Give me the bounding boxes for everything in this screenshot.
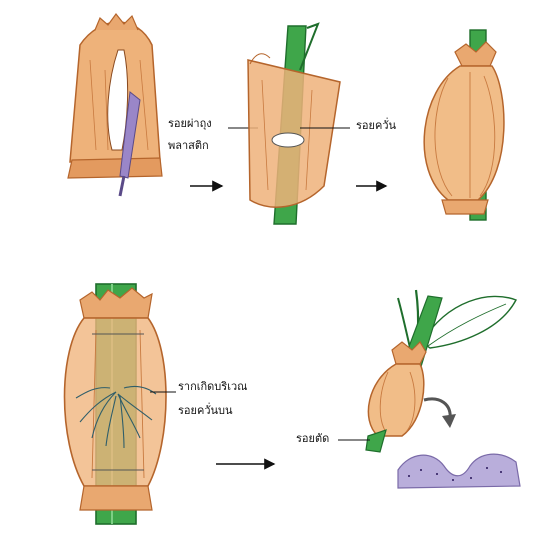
label-cut-mark: รอยตัด <box>296 432 330 445</box>
label-roots-line2: รอยควั่นบน <box>178 404 233 417</box>
label-cut-bag: รอยผ่าถุง <box>168 117 212 130</box>
label-roots-line1: รากเกิดบริเวณ <box>178 380 248 393</box>
roots <box>75 385 157 449</box>
step3-bag <box>423 41 505 215</box>
step1-bag <box>67 13 163 179</box>
soil-mound <box>397 453 521 489</box>
knife <box>118 91 141 197</box>
label-plastic: พลาสติก <box>168 139 209 152</box>
step4-bag <box>63 287 167 511</box>
step2-bag <box>247 53 341 208</box>
label-ring-wound: รอยควั่น <box>356 119 397 132</box>
step5-bag <box>365 341 427 453</box>
curved-arrow-icon <box>423 397 456 428</box>
